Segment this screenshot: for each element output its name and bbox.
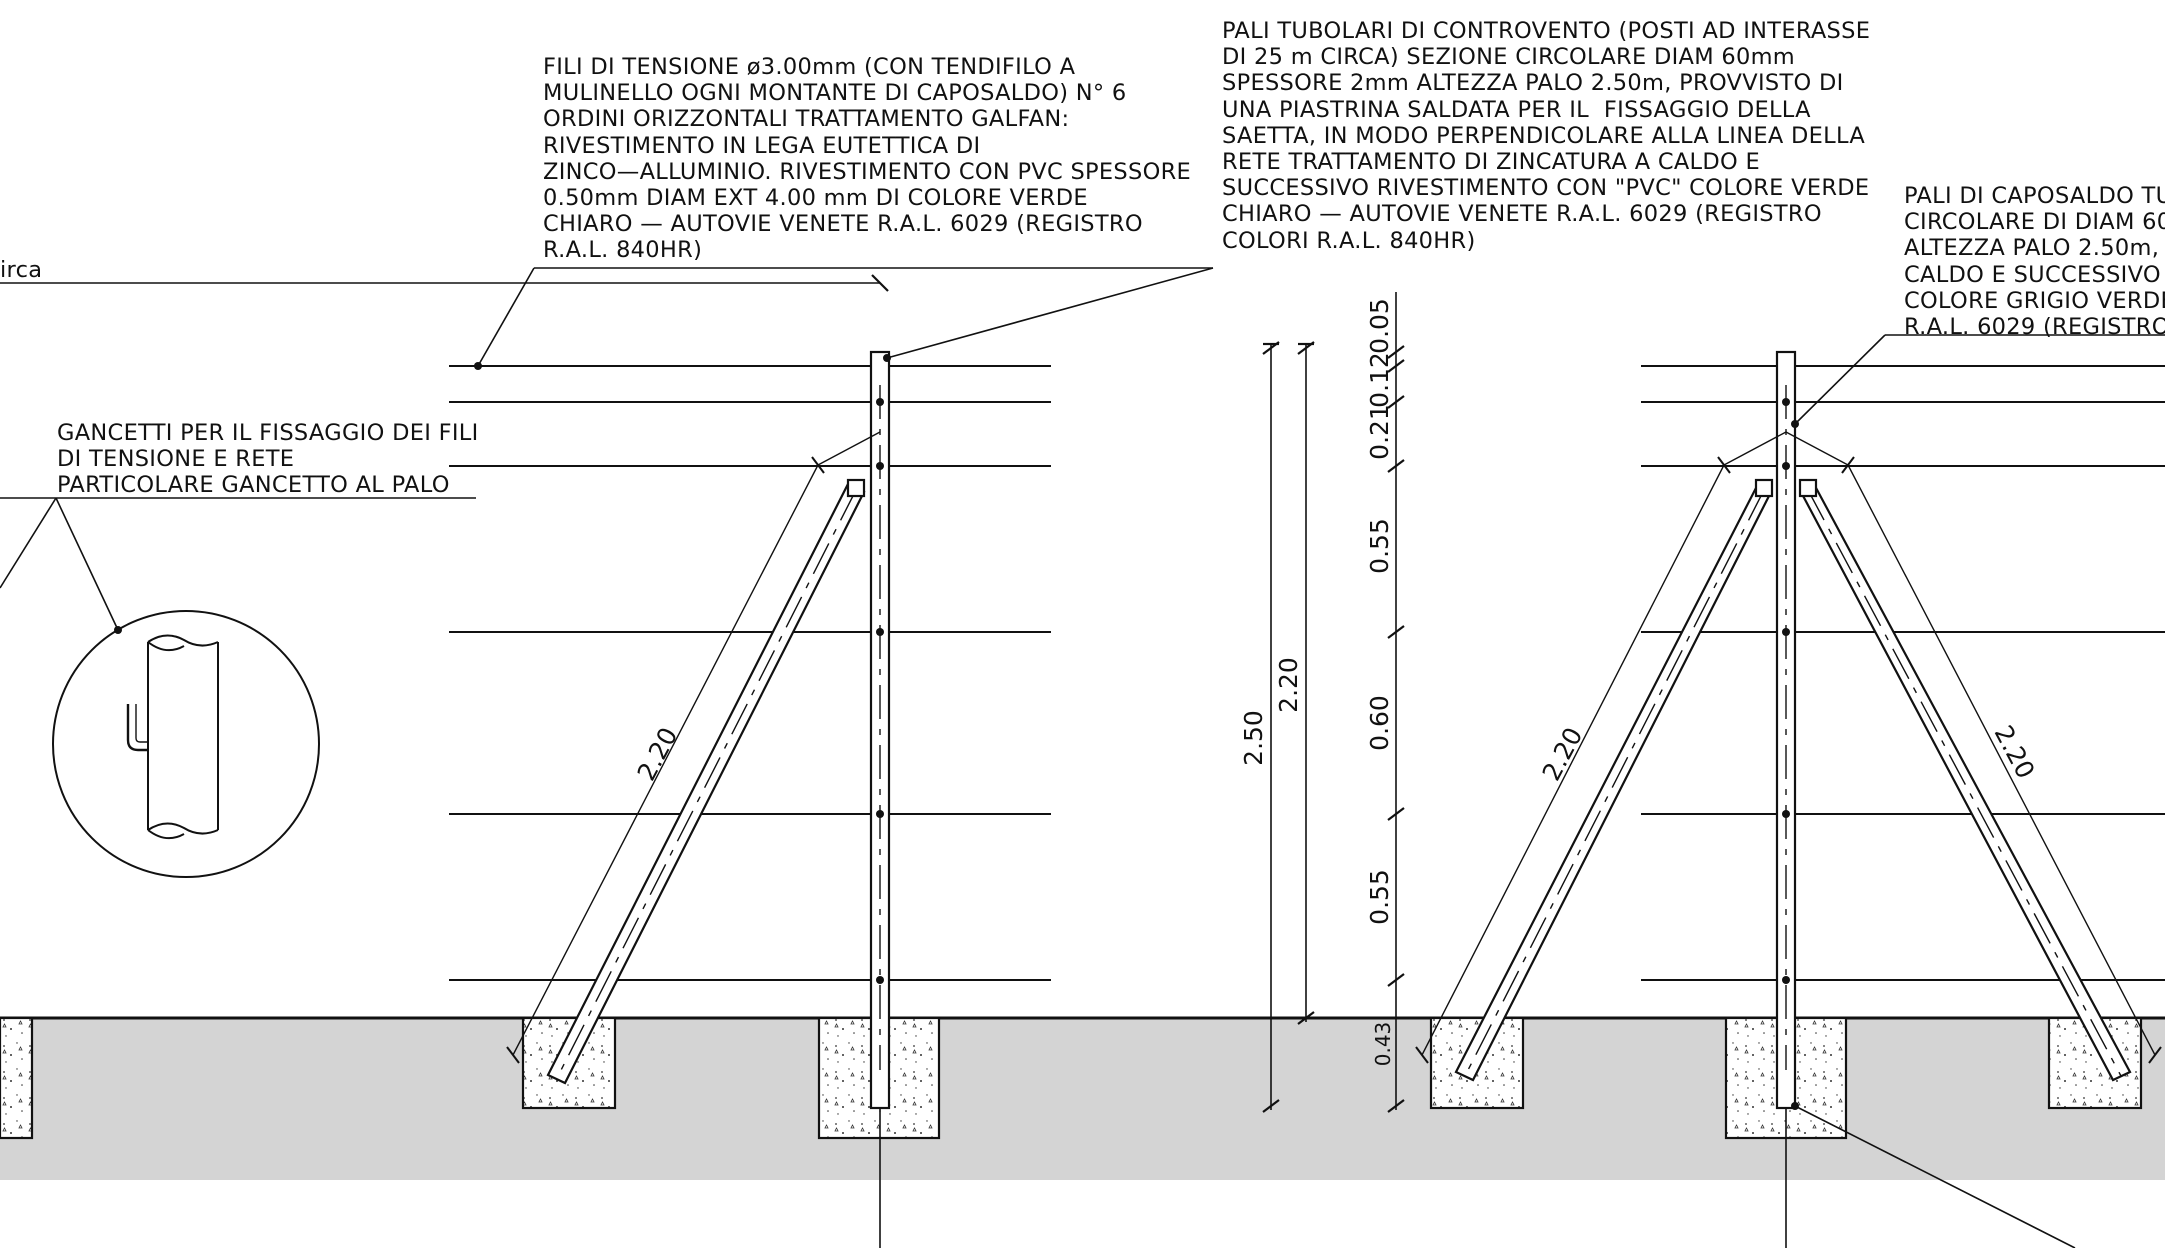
diagonal-strut-mid-right	[1798, 478, 2132, 1082]
dim-above-ground: 2.20	[1274, 657, 1303, 713]
dim-brace-right: 2.20	[1989, 721, 2041, 784]
dim-total-height: 2.50	[1239, 710, 1268, 766]
note-tension-wires: FILI DI TENSIONE ø3.00mm (CON TENDIFILO …	[543, 54, 1192, 264]
strut-dimension-lines	[512, 431, 2156, 1056]
dim-seg-0-12: 0.12	[1365, 352, 1394, 408]
dim-brace-left: 2.20	[632, 723, 684, 786]
diagonal-strut-left	[546, 478, 866, 1085]
tension-wires	[449, 365, 2165, 981]
leader-lines	[0, 267, 2165, 1248]
dim-brace-mid: 2.20	[1537, 723, 1589, 786]
note-circa: irca	[0, 257, 43, 283]
vertical-dimensions	[1270, 292, 1397, 1110]
dim-seg-0-43: 0.43	[1371, 1022, 1395, 1067]
dim-seg-0-21: 0.21	[1365, 404, 1394, 460]
note-hooks: GANCETTI PER IL FISSAGGIO DEI FILI DI TE…	[57, 420, 479, 499]
note-brace-posts: PALI TUBOLARI DI CONTROVENTO (POSTI AD I…	[1222, 18, 1871, 254]
dim-seg-0-55-bottom: 0.55	[1365, 869, 1394, 925]
dim-seg-0-05: 0.05	[1365, 298, 1394, 354]
footing-far-left	[0, 1016, 34, 1140]
dimension-ticks	[1262, 341, 1405, 1113]
strut-dimension-ticks	[506, 456, 2162, 1064]
brace-post-left	[869, 350, 891, 1248]
note-corner-posts: PALI DI CAPOSALDO TU CIRCOLARE DI DIAM 6…	[1904, 183, 2165, 341]
hook-detail	[52, 610, 320, 878]
dim-seg-0-55-top: 0.55	[1365, 518, 1394, 574]
dim-seg-0-60: 0.60	[1365, 695, 1394, 751]
corner-post-right	[1775, 350, 1797, 1248]
diagonal-strut-mid-left	[1454, 478, 1774, 1082]
